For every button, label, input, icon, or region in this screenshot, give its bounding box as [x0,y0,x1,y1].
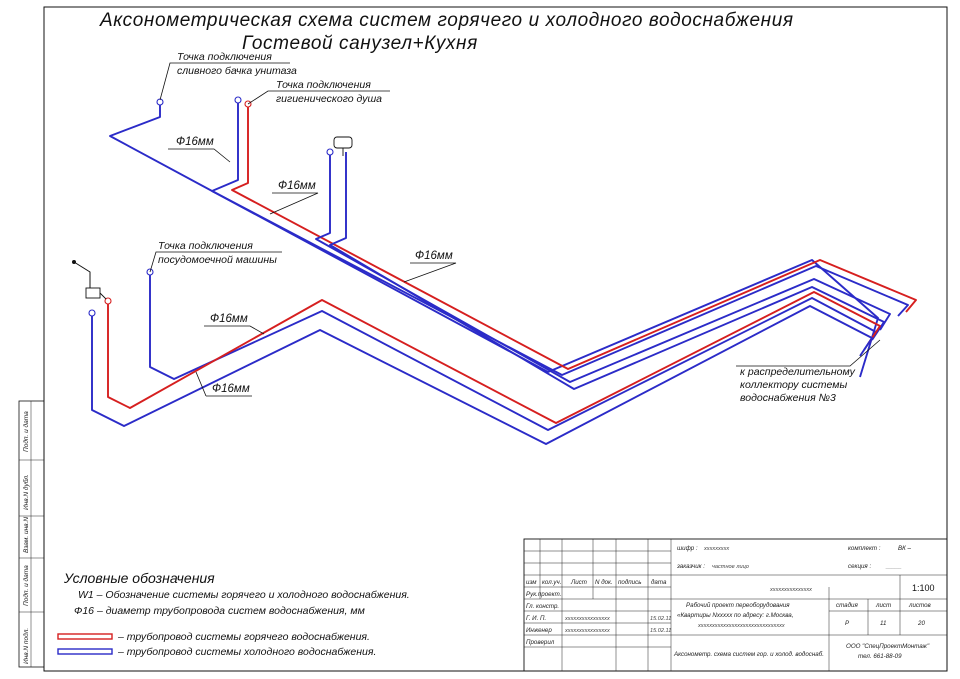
label-dishwasher: Точка подключения посудомоечной машины [149,240,282,273]
stamp-role-2: Гл. констр. [526,603,559,610]
side-stamp-4: Подп. и дата [22,565,30,606]
stamp-shifr-value: ххххххххх [703,546,729,552]
stamp-role-4: Инженер [526,627,552,634]
dim-label-e: Ф16мм [195,371,252,397]
pipe-end-kitchen-cold [88,309,96,317]
title-block: шифр : ххххххххх комплект : ВК – заказчи… [523,538,948,672]
hot-pipe-kitchen [107,291,881,424]
side-stamp-1: Подп. и дата [22,411,30,452]
label-toilet: Точка подключения сливного бачка унитаза [159,51,297,101]
hot-pipe-shower [231,105,917,370]
stamp-col-podpis: подпись [618,579,641,586]
kitchen-faucet-icon [72,260,107,300]
svg-text:Ф16мм: Ф16мм [212,383,250,395]
stamp-list-label: лист [875,602,891,609]
stamp-name-3: хххххххххххххххх [564,616,610,622]
stamp-company: ООО "СпецПроектМонтаж" [846,643,930,650]
stamp-project-line-2: «Квартиры Nххххх по адресу: г.Москва, [677,612,793,619]
stamp-role-3: Г. И. П. [526,615,546,622]
legend-cold-swatch [57,648,113,655]
stamp-object-code: ххххххххххххххх [769,587,812,593]
side-stamp: Подп. и дата Инв.N дубл. Взам. инв.N Под… [18,400,45,668]
drawing-title: Аксонометрическая схема систем горячего … [99,10,794,31]
stamp-col-ndok: N док. [595,579,613,586]
side-stamp-3: Взам. инв.N [23,517,30,553]
legend-w1: W1 – Обозначение системы горячего и холо… [78,589,410,601]
svg-text:Ф16мм: Ф16мм [278,180,316,192]
stamp-role-5: Проверил [526,639,555,646]
dimension-labels: Ф16мм Ф16мм Ф16мм Ф16мм Ф16мм [168,136,457,397]
svg-text:Ф16мм: Ф16мм [415,250,453,262]
stamp-stadiya-label: стадия [836,602,858,609]
stamp-col-list: Лист [570,579,587,586]
drawing-subtitle: Гостевой санузел+Кухня [242,33,478,54]
svg-text:коллектору системы: коллектору системы [740,379,847,391]
legend-phi: Ф16 – диаметр трубопровода систем водосн… [74,605,365,617]
cold-pipe-shower [211,100,909,376]
stamp-date-4: 15.02.11 [650,628,671,634]
stamp-sheet-title: Аксонометр. схема систем гор. и холод. в… [673,651,824,658]
stamp-zakazchik-value: частное лицо [712,564,749,570]
dim-label-a: Ф16мм [168,136,231,163]
stamp-project-line-3: ххххххххххххххххххххххххххххххх [697,623,785,629]
pipe-end-kitchen-hot [104,297,112,305]
svg-text:Ф16мм: Ф16мм [210,313,248,325]
stamp-col-data: дата [651,579,667,586]
side-stamp-5: Инв.N подл. [22,628,30,664]
svg-text:Точка подключения: Точка подключения [177,51,272,63]
svg-text:Точка подключения: Точка подключения [158,240,253,252]
svg-text:гигиенического душа: гигиенического душа [276,93,382,105]
stamp-role-1: Рук.проект. [526,591,561,598]
stamp-list-value: 11 [880,620,886,627]
dim-label-d: Ф16мм [204,313,265,335]
label-shower: Точка подключения гигиенического душа [247,79,390,105]
stamp-zakazchik-label: заказчик : [676,563,705,570]
stamp-stadiya-value: Р [845,620,850,627]
stamp-name-4: хххххххххххххххх [564,628,610,634]
stamp-komplekt-label: комплект : [848,545,881,552]
svg-text:водоснабжения №3: водоснабжения №3 [740,392,836,404]
stamp-col-koluch: кол.уч. [542,579,561,586]
svg-text:Ф16мм: Ф16мм [176,136,214,148]
side-stamp-2: Инв.N дубл. [22,474,30,510]
cold-pipe-faucet-b [329,152,885,390]
dim-label-c: Ф16мм [403,250,457,283]
stamp-scale: 1:100 [912,583,935,593]
cold-pipe-faucet-a [315,152,891,383]
cold-pipe-kitchen [91,305,873,445]
svg-text:Точка подключения: Точка подключения [276,79,371,91]
cold-pipe-dishwasher [149,272,877,431]
cold-pipe-toilet [109,103,879,378]
pipe-network [72,96,917,445]
stamp-komplekt-value: ВК – [898,545,911,552]
legend-cold: – трубопровод системы холодного водоснаб… [117,646,376,658]
svg-text:к распределительному: к распределительному [740,366,856,378]
stamp-shifr-label: шифр : [677,545,698,552]
stamp-sekciya-value: _____ [885,564,902,570]
label-collector: к распределительному коллектору системы … [736,339,881,404]
pipe-end-shower-cold [234,96,242,104]
stamp-listov-label: листов [908,602,932,609]
stamp-listov-value: 20 [917,620,925,627]
stamp-project-line-1: Рабочий проект переоборудования [686,602,790,609]
outer-frame [43,6,948,672]
legend-hot-swatch [57,633,113,640]
basin-mixer-icon [333,136,353,156]
svg-text:посудомоечной машины: посудомоечной машины [158,254,277,266]
pipe-end-faucet [326,148,334,156]
stamp-col-izm: изм [526,579,537,586]
dim-label-b: Ф16мм [269,180,319,215]
svg-text:сливного бачка унитаза: сливного бачка унитаза [177,65,297,77]
legend-heading: Условные обозначения [63,570,215,586]
stamp-sekciya-label: секция : [848,563,871,570]
stamp-phone: тел. 661-88-09 [858,653,902,660]
legend-hot: – трубопровод системы горячего водоснабж… [117,631,370,643]
stamp-date-3: 15.02.11 [650,616,671,622]
legend: Условные обозначения W1 – Обозначение си… [57,570,410,658]
